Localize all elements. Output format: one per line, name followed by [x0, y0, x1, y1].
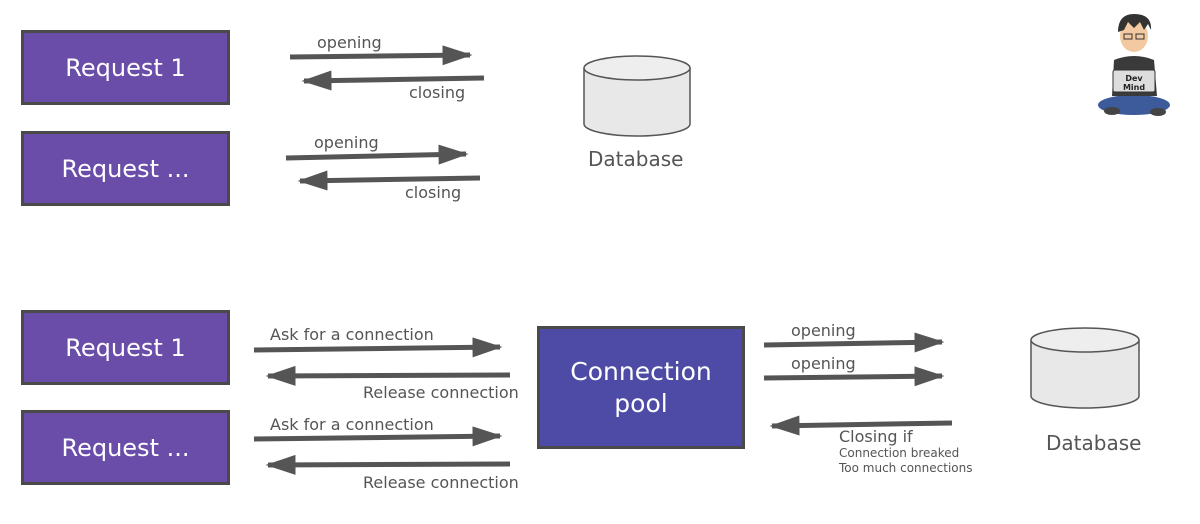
- closing-reason-1: Connection breaked: [839, 446, 960, 460]
- release-connection-label-1: Release connection: [363, 383, 519, 402]
- database-label-top: Database: [588, 147, 684, 171]
- arrow-closing-2: [297, 170, 481, 191]
- request-1-label-top: Request 1: [65, 53, 186, 82]
- connection-pool-box: Connection pool: [537, 326, 745, 449]
- arrow-pool-closing: [769, 415, 953, 436]
- database-label-bottom: Database: [1046, 431, 1142, 455]
- arrow-closing-1: [301, 70, 485, 91]
- release-connection-label-2: Release connection: [363, 473, 519, 492]
- devmind-mascot-icon: [1098, 14, 1170, 116]
- devmind-logo-text: Dev Mind: [1122, 74, 1146, 92]
- pool-opening-label-1: opening: [791, 321, 856, 340]
- arrow-release-1: [265, 365, 511, 386]
- arrow-pool-opening-1: [763, 332, 945, 353]
- arrow-pool-opening-2: [763, 366, 945, 387]
- request-n-label-bottom: Request ...: [61, 433, 190, 462]
- opening-label-top-1: opening: [317, 33, 382, 52]
- ask-connection-label-2: Ask for a connection: [270, 415, 434, 434]
- connection-pool-label-line1: Connection: [570, 356, 712, 386]
- request-1-label-bottom: Request 1: [65, 333, 186, 362]
- request-n-box-bottom: Request ...: [21, 410, 230, 485]
- arrow-opening-1: [289, 45, 473, 66]
- request-n-label-top: Request ...: [61, 154, 190, 183]
- request-1-box-bottom: Request 1: [21, 310, 230, 385]
- database-icon-bottom: [1030, 327, 1140, 409]
- pool-opening-label-2: opening: [791, 354, 856, 373]
- closing-reason-2: Too much connections: [839, 461, 973, 475]
- arrow-opening-2: [285, 144, 469, 165]
- closing-label-top-2: closing: [405, 183, 462, 202]
- request-1-box-top: Request 1: [21, 30, 230, 105]
- arrow-ask-2: [253, 426, 503, 447]
- closing-label-top-1: closing: [409, 83, 466, 102]
- closing-if-label: Closing if: [839, 427, 913, 446]
- opening-label-top-2: opening: [314, 133, 379, 152]
- database-icon-top: [583, 55, 691, 137]
- request-n-box-top: Request ...: [21, 131, 230, 206]
- arrow-ask-1: [253, 337, 503, 358]
- arrow-release-2: [265, 454, 511, 475]
- connection-pool-label-line2: pool: [614, 388, 668, 418]
- ask-connection-label-1: Ask for a connection: [270, 325, 434, 344]
